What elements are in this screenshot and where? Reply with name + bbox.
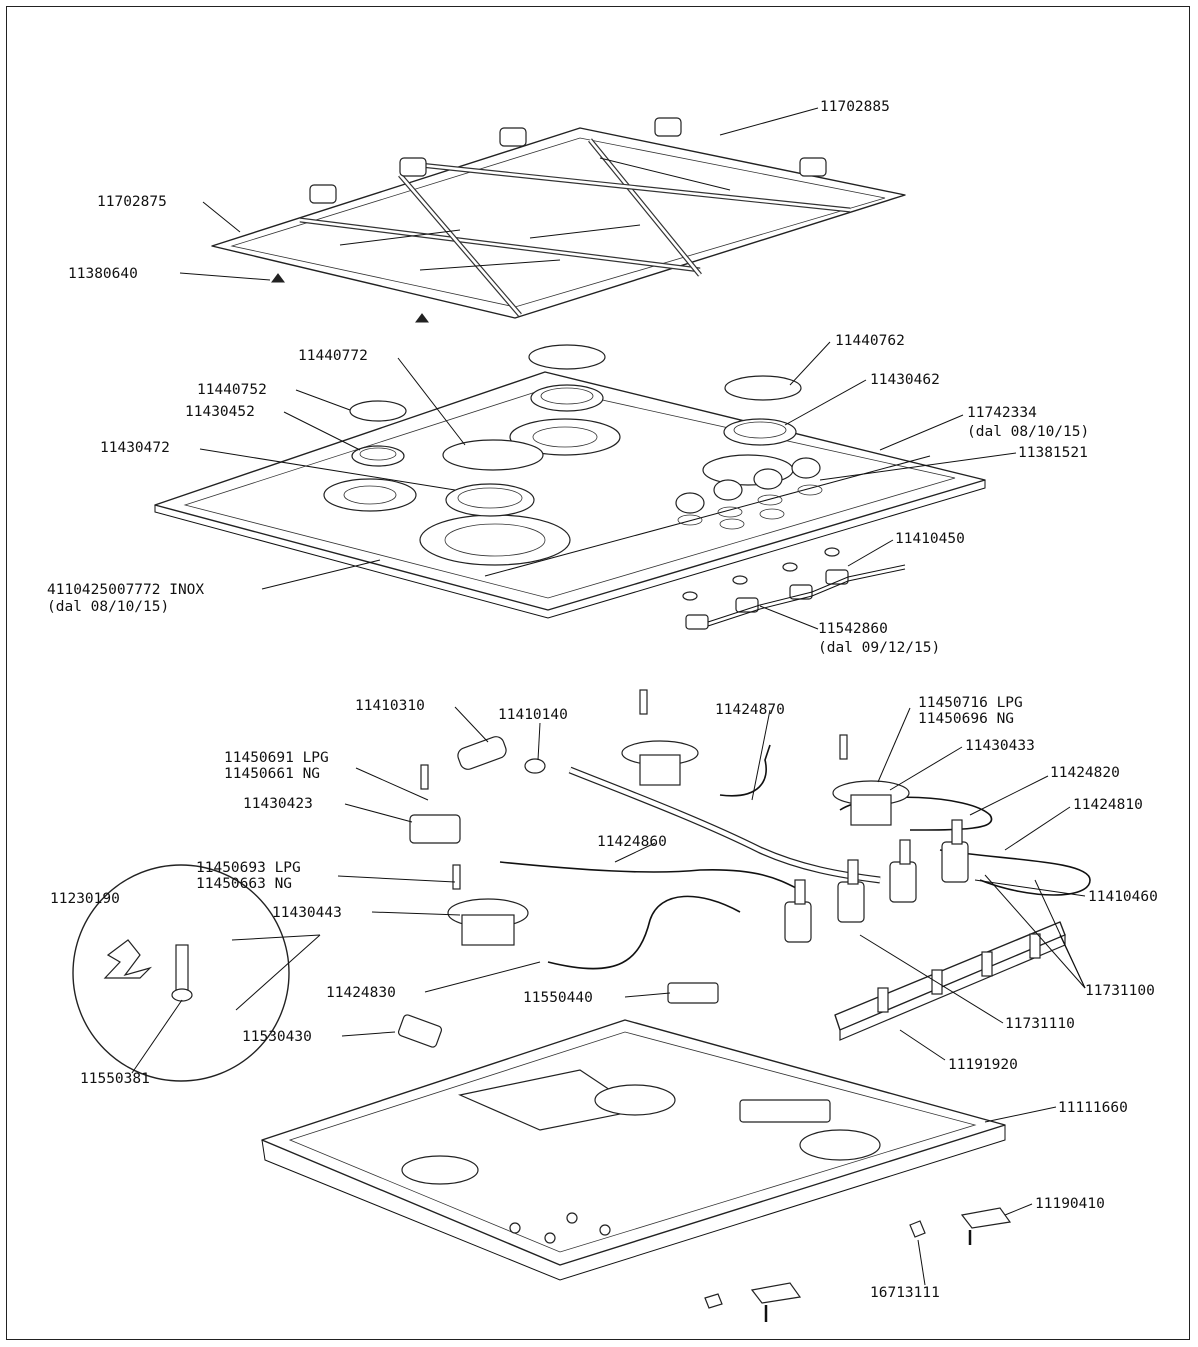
label-11111660: 11111660	[1058, 1100, 1128, 1116]
label-11450716: 11450716 LPG	[918, 695, 1023, 711]
label-11191920: 11191920	[948, 1057, 1018, 1073]
label-11450696: 11450696 NG	[918, 711, 1014, 727]
label-11542860: 11542860	[818, 621, 888, 637]
label-11381521: 11381521	[1018, 445, 1088, 461]
hob-top-plate	[154, 344, 986, 619]
label-11550440: 11550440	[523, 990, 593, 1006]
label-11430433: 11430433	[965, 738, 1035, 754]
label-4110425007772-note: (dal 08/10/15)	[47, 599, 169, 615]
part-labels: 11702885 11702875 11380640 11440772 1144…	[47, 99, 1158, 1301]
pan-support-grid	[211, 117, 906, 323]
label-11702885: 11702885	[820, 99, 890, 115]
label-11410140: 11410140	[498, 707, 568, 723]
label-11430423: 11430423	[243, 796, 313, 812]
label-11450661: 11450661 NG	[224, 766, 320, 782]
label-11440752: 11440752	[197, 382, 267, 398]
label-11731110: 11731110	[1005, 1016, 1075, 1032]
label-11430443: 11430443	[272, 905, 342, 921]
label-11440762: 11440762	[835, 333, 905, 349]
label-11430472: 11430472	[100, 440, 170, 456]
label-4110425007772: 4110425007772 INOX	[47, 582, 204, 598]
label-11380640: 11380640	[68, 266, 138, 282]
ignition-wiring	[682, 547, 906, 630]
label-11190410: 11190410	[1035, 1196, 1105, 1212]
label-11530430: 11530430	[242, 1029, 312, 1045]
label-11424820: 11424820	[1050, 765, 1120, 781]
gas-system	[397, 689, 1091, 1048]
label-11410450: 11410450	[895, 531, 965, 547]
label-11731100: 11731100	[1085, 983, 1155, 999]
label-11410310: 11410310	[355, 698, 425, 714]
fixing-clips	[704, 1207, 1012, 1322]
label-11742334-note: (dal 08/10/15)	[967, 424, 1089, 440]
label-11424830: 11424830	[326, 985, 396, 1001]
label-11450693: 11450693 LPG	[196, 860, 301, 876]
label-11542860-note: (dal 09/12/15)	[818, 640, 940, 656]
label-11410460: 11410460	[1088, 889, 1158, 905]
label-11430462: 11430462	[870, 372, 940, 388]
label-11440772: 11440772	[298, 348, 368, 364]
leader-lines	[131, 107, 1086, 1286]
label-11430452: 11430452	[185, 404, 255, 420]
label-11450663: 11450663 NG	[196, 876, 292, 892]
label-11450691: 11450691 LPG	[224, 750, 329, 766]
label-11702875: 11702875	[97, 194, 167, 210]
label-16713111: 16713111	[870, 1285, 940, 1301]
label-11424860: 11424860	[597, 834, 667, 850]
label-11424810: 11424810	[1073, 797, 1143, 813]
label-11550381: 11550381	[80, 1071, 150, 1087]
hob-bottom-pan	[261, 1019, 1006, 1281]
electrode-detail-inset	[72, 864, 321, 1082]
label-11230190: 11230190	[50, 891, 120, 907]
label-11424870: 11424870	[715, 702, 785, 718]
label-11742334: 11742334	[967, 405, 1037, 421]
